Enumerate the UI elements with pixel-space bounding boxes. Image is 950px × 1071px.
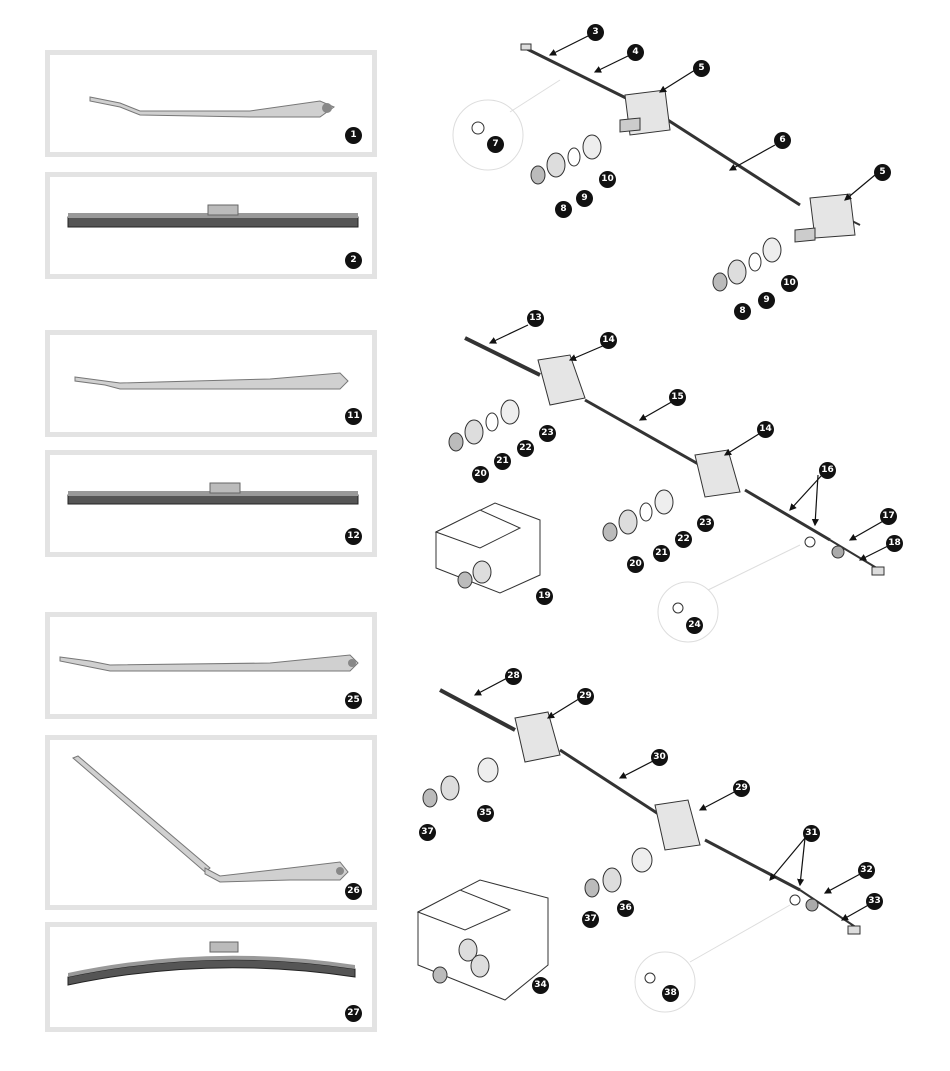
callout-23b: 23: [697, 515, 714, 532]
callout-21b: 21: [653, 545, 670, 562]
callout-8a: 8: [555, 201, 572, 218]
callout-32: 32: [858, 862, 875, 879]
panel-wiper-blade-2: 2: [45, 172, 377, 279]
wiper-arm-image: [89, 96, 336, 118]
wiper-arm-long-image: [72, 755, 349, 883]
wiper-blade-curved-image: [67, 941, 356, 986]
callout-1: 1: [345, 127, 362, 144]
callout-10b: 10: [781, 275, 798, 292]
callout-19: 19: [536, 588, 553, 605]
callout-33: 33: [866, 893, 883, 910]
callout-20b: 20: [627, 556, 644, 573]
callout-16: 16: [819, 462, 836, 479]
wiper-arm-image: [59, 654, 359, 672]
callout-36: 36: [617, 900, 634, 917]
callout-21a: 21: [494, 453, 511, 470]
callout-2: 2: [345, 252, 362, 269]
callout-9a: 9: [576, 190, 593, 207]
callout-14b: 14: [757, 421, 774, 438]
callout-22a: 22: [517, 440, 534, 457]
leader-lines: [473, 34, 891, 921]
assembly-upper: [452, 43, 861, 292]
callout-23a: 23: [539, 425, 556, 442]
callout-29b: 29: [733, 780, 750, 797]
assembly-lower: [416, 688, 861, 1013]
callout-3: 3: [587, 24, 604, 41]
callout-35: 35: [477, 805, 494, 822]
assembly-middle: [434, 336, 885, 643]
panel-wiper-arm-26: 26: [45, 735, 377, 910]
callout-5a: 5: [693, 60, 710, 77]
callout-8b: 8: [734, 303, 751, 320]
callout-4: 4: [627, 44, 644, 61]
callout-9b: 9: [758, 292, 775, 309]
callout-37b: 37: [582, 911, 599, 928]
panel-wiper-arm-11: 11: [45, 330, 377, 437]
callout-30: 30: [651, 749, 668, 766]
callout-37a: 37: [419, 824, 436, 841]
callout-31: 31: [803, 825, 820, 842]
callout-14a: 14: [600, 332, 617, 349]
callout-29a: 29: [577, 688, 594, 705]
callout-13: 13: [527, 310, 544, 327]
callout-7: 7: [487, 136, 504, 153]
callout-18: 18: [886, 535, 903, 552]
wiper-blade-image: [67, 482, 359, 505]
callout-5b: 5: [874, 164, 891, 181]
callout-27: 27: [345, 1005, 362, 1022]
callout-17: 17: [880, 508, 897, 525]
callout-20a: 20: [472, 466, 489, 483]
panel-wiper-arm-1: 1: [45, 50, 377, 157]
callout-28: 28: [505, 668, 522, 685]
panel-wiper-blade-12: 12: [45, 450, 377, 557]
wiper-arm-image: [74, 372, 349, 390]
callout-38: 38: [662, 985, 679, 1002]
callout-25: 25: [345, 692, 362, 709]
callout-6: 6: [774, 132, 791, 149]
callout-12: 12: [345, 528, 362, 545]
panel-wiper-blade-27: 27: [45, 922, 377, 1032]
callout-10a: 10: [599, 171, 616, 188]
wiper-blade-image: [67, 204, 359, 228]
callout-26: 26: [345, 883, 362, 900]
callout-11: 11: [345, 408, 362, 425]
panel-wiper-arm-25: 25: [45, 612, 377, 719]
callout-22b: 22: [675, 531, 692, 548]
callout-15: 15: [669, 389, 686, 406]
callout-34: 34: [532, 977, 549, 994]
callout-24: 24: [686, 617, 703, 634]
